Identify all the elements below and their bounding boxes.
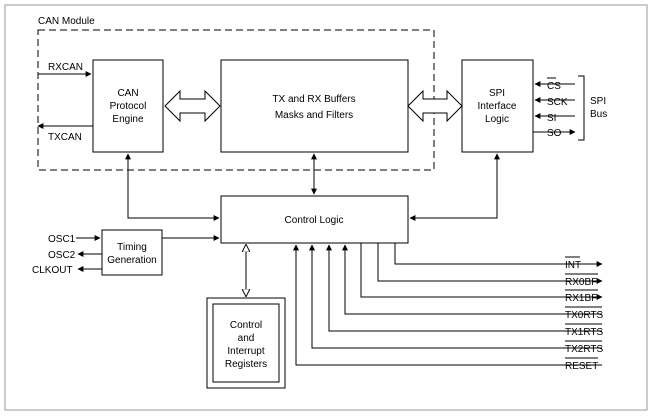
osc2-label: OSC2 bbox=[48, 250, 76, 261]
tx2rts-wire bbox=[309, 244, 602, 349]
timing-generation-block bbox=[101, 229, 163, 276]
can-engine-line2: Protocol bbox=[110, 101, 147, 112]
clkout-label: CLKOUT bbox=[32, 265, 73, 276]
reset-wire bbox=[293, 244, 602, 366]
spi-block-line1: SPI bbox=[489, 88, 505, 99]
buffers-line2: Masks and Filters bbox=[275, 110, 353, 121]
buffers-spi-bus-arrow bbox=[407, 89, 463, 123]
rx0bf-wire bbox=[377, 243, 603, 284]
tx2rts-label: TX2RTS bbox=[565, 344, 603, 355]
int-wire bbox=[394, 243, 603, 267]
sck-label: SCK bbox=[547, 97, 568, 108]
reset-label: RESET bbox=[565, 361, 598, 372]
rx0bf-label: RX0BF bbox=[565, 277, 597, 288]
tx0rts-label: TX0RTS bbox=[565, 310, 603, 321]
registers-line3: Interrupt bbox=[227, 346, 264, 357]
spi-block-line3: Logic bbox=[485, 114, 509, 125]
can-protocol-engine-block bbox=[92, 59, 164, 153]
registers-line1: Control bbox=[230, 320, 262, 331]
txcan-label: TXCAN bbox=[48, 132, 82, 143]
si-label: SI bbox=[547, 113, 556, 124]
int-label: INT bbox=[565, 260, 581, 271]
tx1rts-wire bbox=[326, 244, 602, 332]
spi-control-link bbox=[409, 153, 500, 221]
so-label: SO bbox=[547, 128, 562, 139]
engine-buffers-bus-arrow bbox=[164, 89, 221, 123]
rx1bf-wire bbox=[360, 243, 603, 300]
spi-bus-label-line1: SPI bbox=[590, 96, 606, 107]
control-logic-label: Control Logic bbox=[285, 215, 344, 226]
engine-control-link bbox=[125, 153, 220, 221]
buffers-line1: TX and RX Buffers bbox=[272, 94, 355, 105]
timing-line1: Timing bbox=[117, 242, 147, 253]
spi-bus-label-line2: Bus bbox=[590, 109, 607, 120]
cs-label: CS bbox=[547, 81, 561, 92]
spi-interface-block bbox=[461, 59, 534, 153]
rxcan-label: RXCAN bbox=[48, 62, 83, 73]
outer-frame bbox=[4, 4, 648, 411]
buffers-block bbox=[220, 59, 409, 153]
registers-line2: and bbox=[238, 333, 255, 344]
rx1bf-label: RX1BF bbox=[565, 293, 597, 304]
spi-block-line2: Interface bbox=[478, 101, 517, 112]
tx0rts-wire bbox=[342, 244, 602, 315]
can-module-label: CAN Module bbox=[38, 16, 95, 27]
can-engine-line1: CAN bbox=[117, 88, 138, 99]
control-logic-block bbox=[220, 195, 409, 244]
tx1rts-label: TX1RTS bbox=[565, 327, 603, 338]
registers-block bbox=[212, 303, 280, 383]
timing-line2: Generation bbox=[107, 255, 156, 266]
spi-bus-bracket bbox=[578, 75, 585, 141]
registers-line4: Registers bbox=[225, 359, 267, 370]
osc1-label: OSC1 bbox=[48, 234, 76, 245]
can-engine-line3: Engine bbox=[112, 114, 144, 125]
